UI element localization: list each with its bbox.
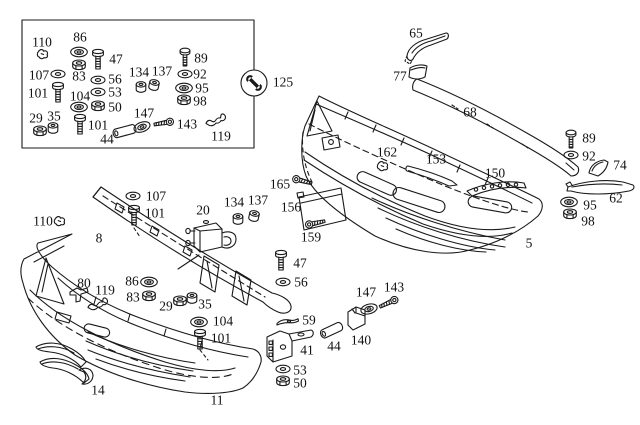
part-label-53[interactable]: 53 xyxy=(108,84,122,100)
part-label-98[interactable]: 98 xyxy=(193,93,207,109)
part-label-77[interactable]: 77 xyxy=(393,68,407,84)
bracket-65 xyxy=(404,32,449,65)
part-label-101[interactable]: 101 xyxy=(87,117,109,133)
part-label-159[interactable]: 159 xyxy=(300,229,322,245)
part-label-143[interactable]: 143 xyxy=(176,116,198,132)
part-label-29[interactable]: 29 xyxy=(159,298,173,314)
bracket-41 xyxy=(266,329,314,363)
part-label-137[interactable]: 137 xyxy=(247,192,269,208)
reinforcement-bar xyxy=(92,186,292,361)
part-label-101[interactable]: 101 xyxy=(144,205,166,221)
part-label-35[interactable]: 35 xyxy=(47,108,61,124)
part-label-119[interactable]: 119 xyxy=(211,128,231,144)
part-label-137[interactable]: 137 xyxy=(151,63,173,79)
part-label-92[interactable]: 92 xyxy=(193,66,207,82)
license-plate-bracket-156 xyxy=(296,187,347,231)
part-label-14[interactable]: 14 xyxy=(91,382,105,398)
part-label-165[interactable]: 165 xyxy=(269,176,291,192)
part-label-95[interactable]: 95 xyxy=(195,80,209,96)
part-label-56[interactable]: 56 xyxy=(108,71,122,87)
bracket-80 xyxy=(69,287,89,303)
part-label-134[interactable]: 134 xyxy=(128,64,150,80)
part-label-110[interactable]: 110 xyxy=(32,34,52,50)
wrench-icon xyxy=(246,75,262,91)
part-label-83[interactable]: 83 xyxy=(126,289,140,305)
part-label-65[interactable]: 65 xyxy=(409,25,423,41)
pad-77 xyxy=(408,64,428,80)
part-label-147[interactable]: 147 xyxy=(133,105,155,121)
part-label-44[interactable]: 44 xyxy=(327,338,341,354)
part-label-56[interactable]: 56 xyxy=(294,274,308,290)
part-label-119[interactable]: 119 xyxy=(95,282,115,298)
part-label-29[interactable]: 29 xyxy=(29,110,43,126)
part-label-92[interactable]: 92 xyxy=(582,148,596,164)
bracket-140 xyxy=(347,306,366,331)
part-label-83[interactable]: 83 xyxy=(72,68,86,84)
part-label-86[interactable]: 86 xyxy=(73,29,87,45)
part-label-107[interactable]: 107 xyxy=(145,188,167,204)
part-label-86[interactable]: 86 xyxy=(125,273,139,289)
part-label-143[interactable]: 143 xyxy=(383,279,405,295)
part-label-147[interactable]: 147 xyxy=(355,284,377,300)
part-label-150[interactable]: 150 xyxy=(484,165,506,181)
part-label-68[interactable]: 68 xyxy=(463,104,477,120)
trim-strip-62 xyxy=(565,180,635,195)
part-label-35[interactable]: 35 xyxy=(198,296,212,312)
part-label-47[interactable]: 47 xyxy=(293,255,307,271)
part-label-89[interactable]: 89 xyxy=(194,50,208,66)
part-label-89[interactable]: 89 xyxy=(582,130,596,146)
part-label-101[interactable]: 101 xyxy=(27,85,49,101)
part-label-11[interactable]: 11 xyxy=(210,392,224,408)
bumper-cover-right xyxy=(301,95,543,254)
part-label-156[interactable]: 156 xyxy=(280,199,302,215)
rub-strip-153 xyxy=(405,165,458,187)
part-label-41[interactable]: 41 xyxy=(300,342,314,358)
part-label-95[interactable]: 95 xyxy=(583,197,597,213)
fastener-inset-box xyxy=(21,19,268,149)
part-label-98[interactable]: 98 xyxy=(581,213,595,229)
part-label-162[interactable]: 162 xyxy=(376,144,398,160)
trim-strip-68 xyxy=(412,78,580,177)
part-label-101[interactable]: 101 xyxy=(210,330,232,346)
part-label-107[interactable]: 107 xyxy=(28,67,50,83)
part-label-125[interactable]: 125 xyxy=(272,74,294,90)
part-label-153[interactable]: 153 xyxy=(425,151,447,167)
part-label-59[interactable]: 59 xyxy=(302,312,316,328)
part-label-44[interactable]: 44 xyxy=(100,131,114,147)
part-label-104[interactable]: 104 xyxy=(69,88,91,104)
part-label-74[interactable]: 74 xyxy=(613,157,627,173)
part-label-110[interactable]: 110 xyxy=(33,213,53,229)
part-label-5[interactable]: 5 xyxy=(525,235,533,251)
part-label-50[interactable]: 50 xyxy=(293,375,307,391)
part-label-104[interactable]: 104 xyxy=(212,313,234,329)
trim-strip-150 xyxy=(466,181,527,197)
bracket-20 xyxy=(185,220,237,253)
part-label-80[interactable]: 80 xyxy=(77,275,91,291)
cap-74 xyxy=(588,159,609,177)
part-label-134[interactable]: 134 xyxy=(223,194,245,210)
part-label-140[interactable]: 140 xyxy=(350,332,372,348)
part-label-62[interactable]: 62 xyxy=(609,190,623,206)
part-label-20[interactable]: 20 xyxy=(196,202,210,218)
part-label-47[interactable]: 47 xyxy=(109,51,123,67)
part-label-8[interactable]: 8 xyxy=(95,230,103,246)
fog-lamp-trim-14 xyxy=(35,342,94,385)
part-label-50[interactable]: 50 xyxy=(108,99,122,115)
part-label-53[interactable]: 53 xyxy=(293,362,307,378)
